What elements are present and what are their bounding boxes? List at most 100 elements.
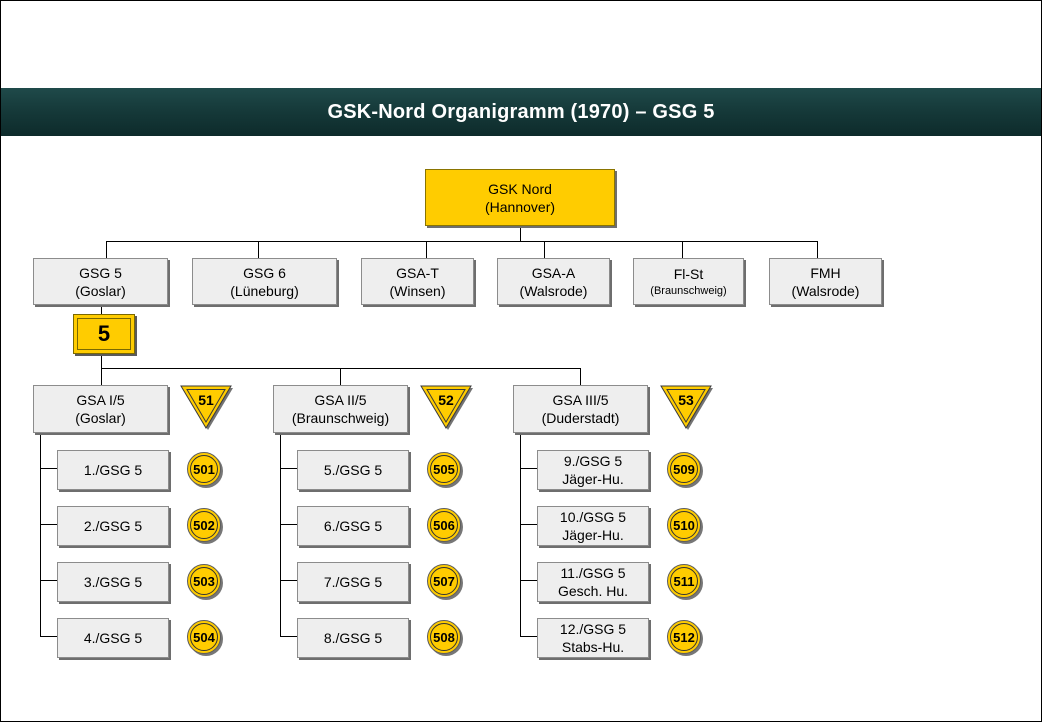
- company-box[interactable]: 11./GSG 5 Gesch. Hu.: [537, 562, 649, 602]
- connector: [258, 241, 259, 258]
- company-name: 4./GSG 5: [83, 630, 143, 646]
- company-badge: 503: [187, 564, 221, 598]
- company-badge: 505: [427, 452, 461, 486]
- unit-box-gsa-a[interactable]: GSA-A (Walsrode): [497, 258, 610, 305]
- unit-name: GSA-A: [531, 264, 576, 281]
- division-badge-53: 53: [658, 384, 714, 432]
- unit-name: FMH: [810, 264, 841, 281]
- title-bar: GSK-Nord Organigramm (1970) – GSG 5: [1, 88, 1041, 136]
- company-type: Jäger-Hu.: [562, 527, 624, 543]
- connector: [817, 241, 818, 258]
- company-box[interactable]: 6./GSG 5: [297, 506, 409, 546]
- company-badge: 512: [667, 620, 701, 654]
- company-name: 5./GSG 5: [323, 462, 383, 478]
- company-badge-number: 507: [433, 573, 455, 589]
- company-badge: 504: [187, 620, 221, 654]
- company-box[interactable]: 5./GSG 5: [297, 450, 409, 490]
- company-badge-number: 505: [433, 461, 455, 477]
- connector: [520, 433, 521, 636]
- company-badge-number: 511: [673, 573, 695, 589]
- division-badge-number: 51: [198, 392, 214, 408]
- company-badge: 508: [427, 620, 461, 654]
- company-badge: 510: [667, 508, 701, 542]
- unit-location: (Lüneburg): [230, 282, 299, 299]
- division-badge-52: 52: [418, 384, 474, 432]
- division-box-gsa-iii[interactable]: GSA III/5 (Duderstadt): [513, 385, 648, 433]
- company-badge-number: 502: [193, 517, 215, 533]
- division-box-gsa-i[interactable]: GSA I/5 (Goslar): [33, 385, 168, 433]
- company-name: 12./GSG 5: [559, 621, 627, 637]
- division-badge-number: 52: [438, 392, 454, 408]
- company-name: 6./GSG 5: [323, 518, 383, 534]
- gsk-nord-location: (Hannover): [484, 198, 556, 215]
- connector: [682, 241, 683, 258]
- company-type: Gesch. Hu.: [557, 583, 629, 599]
- unit-box-fl-st[interactable]: Fl-St (Braunschweig): [633, 258, 744, 305]
- unit-location: (Walsrode): [791, 282, 860, 299]
- unit-box-gsg5[interactable]: GSG 5 (Goslar): [33, 258, 168, 305]
- division-name: GSA II/5: [314, 392, 367, 408]
- connector: [40, 636, 57, 637]
- connector: [426, 241, 427, 258]
- company-badge-number: 504: [193, 629, 215, 645]
- gsk-nord-name: GSK Nord: [488, 180, 552, 197]
- connector: [544, 241, 545, 258]
- unit-name: GSG 5: [79, 264, 122, 281]
- connector: [106, 241, 818, 242]
- company-box[interactable]: 3./GSG 5: [57, 562, 169, 602]
- connector: [520, 636, 537, 637]
- company-badge: 502: [187, 508, 221, 542]
- company-name: 7./GSG 5: [323, 574, 383, 590]
- company-badge-number: 503: [193, 573, 215, 589]
- company-badge-number: 510: [673, 517, 695, 533]
- company-type: Stabs-Hu.: [561, 639, 625, 655]
- company-box[interactable]: 2./GSG 5: [57, 506, 169, 546]
- company-type: Jäger-Hu.: [562, 471, 624, 487]
- gsg5-badge-number: 5: [97, 321, 111, 346]
- company-box[interactable]: 7./GSG 5: [297, 562, 409, 602]
- connector: [101, 368, 581, 369]
- division-location: (Duderstadt): [541, 410, 620, 426]
- division-name: GSA III/5: [552, 392, 609, 408]
- company-box[interactable]: 10./GSG 5 Jäger-Hu.: [537, 506, 649, 546]
- company-box[interactable]: 9./GSG 5 Jäger-Hu.: [537, 450, 649, 490]
- unit-box-gsa-t[interactable]: GSA-T (Winsen): [361, 258, 474, 305]
- division-location: (Goslar): [75, 410, 126, 426]
- company-box[interactable]: 1./GSG 5: [57, 450, 169, 490]
- company-box[interactable]: 4./GSG 5: [57, 618, 169, 658]
- division-box-gsa-ii[interactable]: GSA II/5 (Braunschweig): [273, 385, 408, 433]
- connector: [280, 580, 297, 581]
- company-badge: 511: [667, 564, 701, 598]
- company-name: 2./GSG 5: [83, 518, 143, 534]
- connector: [40, 468, 57, 469]
- company-badge-number: 501: [193, 461, 215, 477]
- unit-name: Fl-St: [673, 265, 704, 282]
- connector: [280, 433, 281, 636]
- connector: [580, 368, 581, 385]
- division-name: GSA I/5: [76, 392, 125, 408]
- unit-box-gsg6[interactable]: GSG 6 (Lüneburg): [192, 258, 337, 305]
- unit-location: (Goslar): [75, 282, 126, 299]
- company-name: 10./GSG 5: [559, 509, 627, 525]
- company-box[interactable]: 12./GSG 5 Stabs-Hu.: [537, 618, 649, 658]
- company-badge: 506: [427, 508, 461, 542]
- connector: [520, 524, 537, 525]
- connector: [280, 468, 297, 469]
- company-name: 11./GSG 5: [560, 565, 626, 581]
- company-name: 3./GSG 5: [83, 574, 143, 590]
- gsk-nord-box[interactable]: GSK Nord (Hannover): [425, 169, 615, 226]
- company-name: 9./GSG 5: [563, 453, 623, 469]
- unit-box-fmh[interactable]: FMH (Walsrode): [769, 258, 882, 305]
- connector: [520, 468, 537, 469]
- company-box[interactable]: 8./GSG 5: [297, 618, 409, 658]
- connector: [40, 524, 57, 525]
- company-badge-number: 508: [433, 629, 455, 645]
- company-badge: 501: [187, 452, 221, 486]
- connector: [40, 580, 57, 581]
- company-badge-number: 509: [673, 461, 695, 477]
- gsg5-badge: 5: [73, 314, 135, 354]
- division-badge-number: 53: [678, 392, 694, 408]
- company-badge-number: 506: [433, 517, 455, 533]
- unit-location: (Braunschweig): [650, 284, 727, 297]
- page-title: GSK-Nord Organigramm (1970) – GSG 5: [327, 100, 715, 123]
